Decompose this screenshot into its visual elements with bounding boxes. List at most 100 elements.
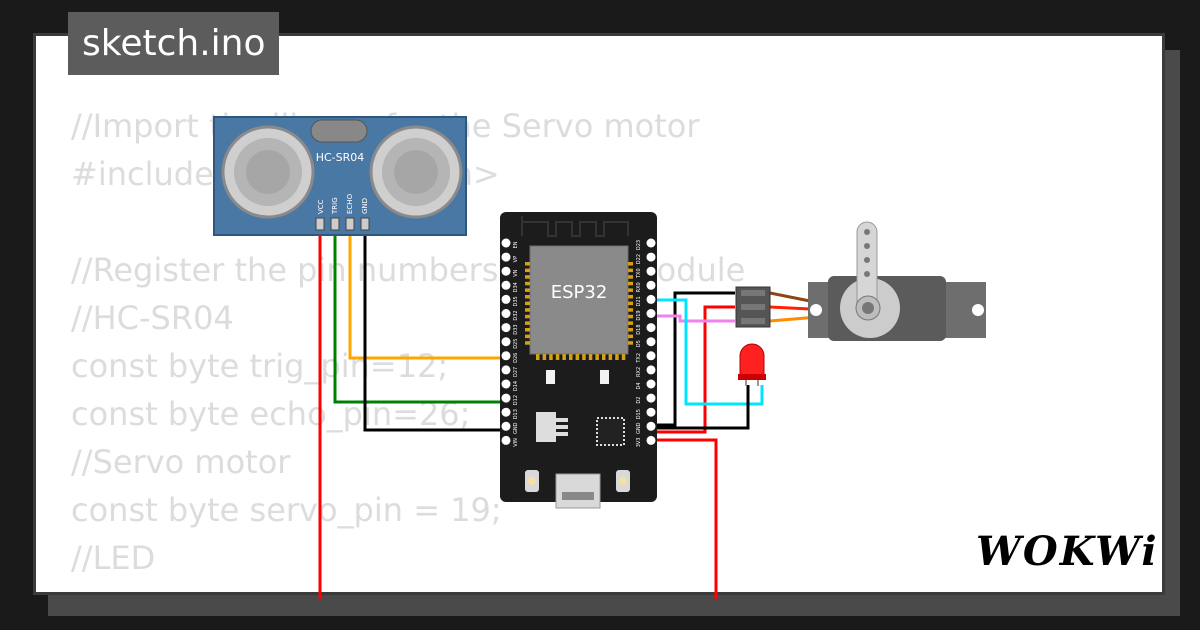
esp32-pin-label: D35 <box>513 296 519 306</box>
esp32-pin-right-d5 <box>646 337 656 347</box>
module-pad <box>549 354 553 360</box>
esp32-pin-left-d27 <box>501 365 511 375</box>
esp32-pin-label: D26 <box>513 353 519 363</box>
module-pad <box>628 301 633 306</box>
esp32-pin-label: D18 <box>636 324 642 334</box>
pin-label-vcc: VCC <box>317 199 325 214</box>
esp32-pin-label: D15 <box>636 409 642 419</box>
usb-port <box>555 473 601 509</box>
module-pad <box>628 295 633 299</box>
module-pad <box>628 334 633 339</box>
esp32-pin-label: GND <box>513 422 519 434</box>
esp32-pin-left-en <box>501 238 511 248</box>
esp32-pin-label: D22 <box>636 254 642 264</box>
module-pad <box>628 328 633 332</box>
module-pad <box>595 354 599 360</box>
wire-trig-orange <box>348 228 505 360</box>
module-pad <box>628 314 633 319</box>
wire-3v3-red <box>650 438 718 600</box>
module-pad <box>525 288 530 292</box>
hc-sr04-sensor: HC-SR04 VCC TRIG ECHO GND <box>213 116 467 236</box>
esp32-pin-label: RX0 <box>636 282 642 292</box>
esp32-pin-left-vin <box>501 435 511 445</box>
module-pad <box>525 281 530 286</box>
module-pad <box>582 354 586 360</box>
esp32-pin-label: D23 <box>636 240 642 250</box>
wire-servo-signal-violet <box>650 314 735 323</box>
esp32-pin-label: VP <box>513 256 519 262</box>
module-pad <box>525 314 530 319</box>
esp32-pin-left-d14 <box>501 379 511 389</box>
module-pad <box>542 354 547 360</box>
esp32-pin-left-d25 <box>501 337 511 347</box>
esp32-pin-label: D32 <box>513 310 519 320</box>
module-pad <box>525 321 530 325</box>
esp32-pin-right-d21 <box>646 294 656 304</box>
esp32-pin-left-gnd <box>501 421 511 431</box>
servo-motor <box>735 221 986 341</box>
esp32-pin-left-d26 <box>501 351 511 361</box>
wire-echo-green <box>333 228 505 404</box>
wire-servo-gnd-black <box>650 291 735 427</box>
module-pad <box>621 354 626 360</box>
pin-label-echo: ECHO <box>346 193 354 214</box>
filename-tab: sketch.ino <box>68 12 280 75</box>
esp32-pin-right-d18 <box>646 323 656 333</box>
esp32-pin-label: D21 <box>636 296 642 306</box>
code-line: //HC-SR04 <box>71 299 234 337</box>
esp32-pin-label: EN <box>513 241 519 248</box>
esp32-pin-label: TX2 <box>636 353 642 364</box>
module-pad <box>555 354 560 360</box>
esp32-pin-left-vn <box>501 266 511 276</box>
module-pad <box>536 354 540 360</box>
module-pad <box>588 354 593 360</box>
esp32-pin-right-d23 <box>646 238 656 248</box>
module-pad <box>525 275 530 279</box>
esp32-pin-label: D12 <box>513 395 519 405</box>
module-pad <box>628 308 633 312</box>
esp32-pin-label: D19 <box>636 310 642 320</box>
module-pad <box>615 354 619 360</box>
esp32-pin-label: D34 <box>513 282 519 292</box>
esp32-pin-label: D2 <box>636 397 642 404</box>
esp32-pin-right-gnd <box>646 421 656 431</box>
esp32-pin-label: VN <box>513 269 519 276</box>
esp32-pin-label: TX0 <box>636 268 642 279</box>
module-pad <box>628 262 633 266</box>
module-pad <box>525 301 530 306</box>
module-pad <box>628 268 633 273</box>
wokwi-logo: WOKWi <box>976 528 1159 575</box>
esp32-pin-label: D14 <box>513 381 519 391</box>
esp32-pin-label: GND <box>636 422 642 434</box>
wire-gnd-black <box>363 228 505 432</box>
module-pad <box>525 334 530 339</box>
esp32-label: ESP32 <box>551 282 608 303</box>
module-pad <box>525 341 530 345</box>
pin-label-gnd: GND <box>361 198 369 214</box>
esp32-pin-left-d12 <box>501 393 511 403</box>
module-pad <box>525 328 530 332</box>
wire-led-cyan <box>650 298 764 406</box>
module-pad <box>628 281 633 286</box>
esp32-pin-label: VIN <box>513 438 519 447</box>
wire-led-gnd-black <box>650 385 750 430</box>
esp32-pin-left-d33 <box>501 323 511 333</box>
module-pad <box>525 262 530 266</box>
esp32-pin-label: D33 <box>513 324 519 334</box>
module-pad <box>628 288 633 292</box>
esp32-pin-label: D5 <box>636 340 642 347</box>
module-pad <box>602 354 606 360</box>
esp32-pin-right-d4 <box>646 379 656 389</box>
esp32-pin-left-d32 <box>501 309 511 318</box>
esp32-pin-right-d22 <box>646 252 656 262</box>
esp32-module-shield <box>529 245 629 355</box>
esp32-pin-label: RX2 <box>636 367 642 377</box>
esp32-pin-label: D25 <box>513 339 519 349</box>
module-pad <box>575 354 580 360</box>
esp32-pin-label: D13 <box>513 409 519 419</box>
pin-label-trig: TRIG <box>331 197 339 215</box>
wire-servo-vcc-red <box>650 305 735 434</box>
usb-uart-chip <box>596 417 625 446</box>
esp32-pin-right-rx0 <box>646 280 656 290</box>
esp32-pin-right-d19 <box>646 309 656 318</box>
